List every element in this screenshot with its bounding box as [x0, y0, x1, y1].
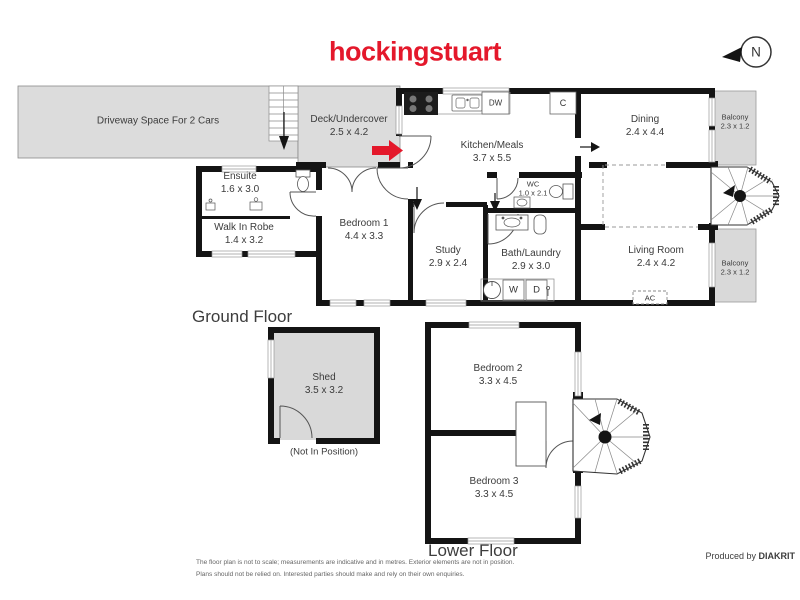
- washer-box: [502, 279, 525, 301]
- toilet-icon-ensuite: [295, 169, 311, 192]
- dryer-box: [525, 279, 548, 301]
- step-arrows: [412, 142, 600, 212]
- producer-name: DIAKRIT: [758, 551, 796, 561]
- produced-by: Produced by DIAKRIT: [705, 551, 795, 561]
- disclaimer-line2: Plans should not be relied on. Intereste…: [196, 571, 465, 578]
- spiral-staircase-lower-icon: [572, 398, 651, 475]
- flue-box: [515, 401, 547, 467]
- brand-logo: hockingstuart: [328, 36, 502, 67]
- compass-north-label: N: [751, 44, 761, 60]
- toilet-icon-wc: [549, 183, 574, 200]
- sink-icon: [451, 94, 483, 112]
- ground-floor-title: Ground Floor: [192, 307, 293, 326]
- compass-icon: [722, 36, 772, 68]
- disclaimer-line1: The floor plan is not to scale; measurem…: [196, 559, 515, 566]
- balcony-bottom-area: [713, 228, 757, 303]
- ac-label: AC: [644, 293, 656, 302]
- vanity-icon: [495, 214, 547, 235]
- dishwasher-box: [481, 91, 510, 115]
- laundry-tub-icon: [483, 281, 501, 299]
- lower-floor-title: Lower Floor: [428, 541, 518, 560]
- cupboard-box: [549, 91, 577, 115]
- washer-label: W: [509, 284, 518, 296]
- ensuite-taps-icons: [205, 197, 263, 211]
- cupboard-label: C: [559, 98, 567, 108]
- balcony-top-area: [713, 90, 757, 166]
- entry-arrow-icon: [372, 140, 403, 161]
- dryer-label: D: [533, 284, 540, 296]
- laundry-row: [480, 278, 555, 302]
- produced-by-text: Produced by: [705, 551, 756, 561]
- spiral-staircase-ground-icon: [710, 166, 780, 226]
- external-stairs-icon: [268, 85, 299, 150]
- windows: [211, 87, 716, 545]
- shed-note: (Not In Position): [289, 446, 359, 458]
- tap-icon: [546, 285, 551, 296]
- ac-unit-box: [632, 290, 668, 305]
- basin-icon-wc: [513, 196, 531, 209]
- shed-area: [270, 330, 378, 440]
- driveway-area: [17, 85, 299, 159]
- dishwasher-label: DW: [488, 98, 503, 108]
- stove-icon: [404, 92, 438, 115]
- room-label-driveway: Driveway Space For 2 Cars: [96, 115, 220, 127]
- open-plan-dashed-lines: [602, 164, 698, 228]
